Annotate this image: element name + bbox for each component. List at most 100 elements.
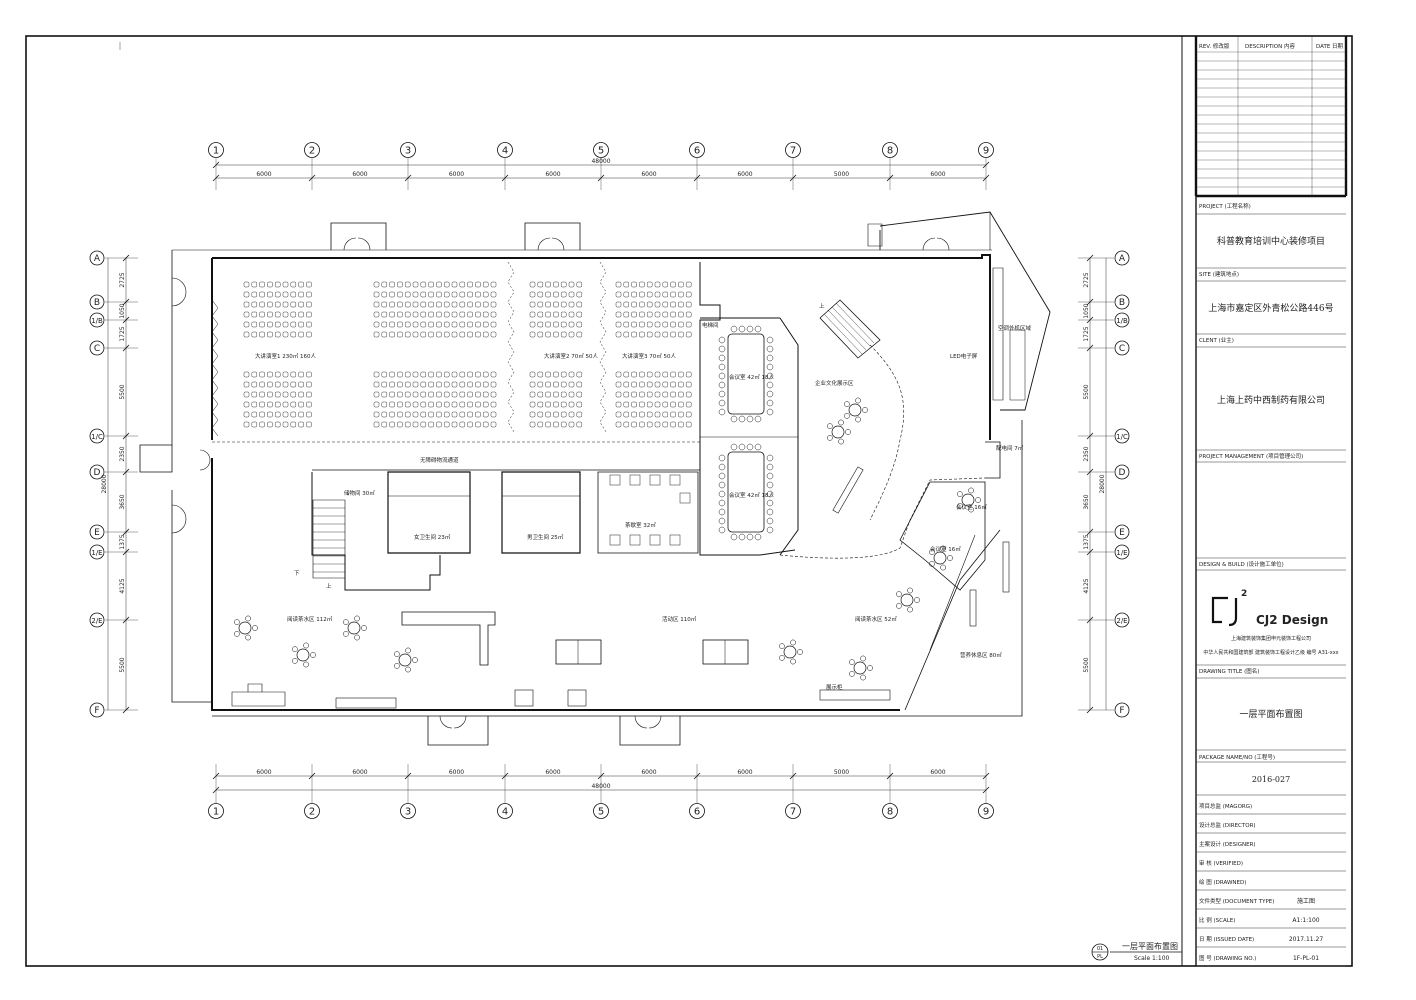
grid-total-top: 48000 <box>591 158 610 165</box>
seat <box>443 391 450 398</box>
seat <box>685 331 692 338</box>
seat <box>553 301 559 308</box>
meeting-chair <box>766 517 774 525</box>
seat <box>420 391 427 398</box>
seat <box>451 301 458 308</box>
grid-bubble-left-7 <box>89 544 105 560</box>
seat <box>529 381 536 388</box>
round-table-chair <box>975 497 981 503</box>
seat <box>646 421 653 428</box>
grid-span-bottom-8: 6000 <box>930 769 945 776</box>
round-table-chair <box>779 643 785 649</box>
seat <box>282 321 289 328</box>
round-table-chair <box>907 606 913 613</box>
seat <box>670 411 676 418</box>
seat <box>443 281 450 288</box>
grid-bubble-right-0 <box>1114 250 1130 266</box>
seat <box>467 321 473 328</box>
grid-label-8: 8 <box>887 807 893 818</box>
seat <box>670 391 676 398</box>
tea-chair <box>649 534 661 546</box>
drawing-label: 01 PL 一层平面布置图 Scale 1:100 <box>1091 941 1182 962</box>
seat <box>298 321 304 328</box>
seat <box>373 391 380 398</box>
seat <box>243 381 250 388</box>
grid-vdim-right-5: 2350 <box>1083 446 1090 461</box>
seat <box>662 421 669 428</box>
tea-chair <box>649 474 661 486</box>
grid-label-5: 5 <box>598 146 604 157</box>
meeting-chair <box>754 533 762 541</box>
seat <box>381 391 388 398</box>
meeting-chair <box>718 390 726 398</box>
seat <box>459 401 466 408</box>
seat <box>274 331 281 338</box>
seat <box>282 401 289 408</box>
seat <box>451 321 458 328</box>
seat <box>459 281 466 288</box>
grid-row-label-left-5: D <box>94 468 101 478</box>
seat <box>568 401 575 408</box>
grid-label-6: 6 <box>694 146 700 157</box>
seat <box>529 391 536 398</box>
seat <box>639 301 645 308</box>
seat <box>678 371 684 378</box>
seat <box>623 381 630 388</box>
seat <box>482 331 489 338</box>
seat <box>646 401 653 408</box>
seat <box>631 381 637 388</box>
seat <box>537 401 544 408</box>
seat <box>490 391 497 398</box>
seat <box>420 371 427 378</box>
seat <box>381 311 388 318</box>
grid-span-bottom-3: 6000 <box>449 769 464 776</box>
round-table-chair <box>867 665 873 671</box>
seat <box>443 401 450 408</box>
seat <box>251 421 258 428</box>
seat <box>404 391 411 398</box>
round-table-chair <box>234 631 240 637</box>
grid-span-top-1: 6000 <box>256 171 271 178</box>
seat <box>646 291 653 298</box>
seat <box>381 401 388 408</box>
seat <box>381 381 388 388</box>
seat <box>646 311 653 318</box>
seat <box>537 391 544 398</box>
meeting-chair <box>754 415 762 423</box>
pm-label: PROJECT MANAGEMENT (项目管理公司) <box>1199 452 1303 460</box>
round-table-chair <box>827 423 833 429</box>
seat <box>576 411 583 418</box>
grid-row-label-left-4: 1/C <box>91 433 103 441</box>
meeting-chair <box>766 463 774 471</box>
grid-span-bottom-7: 5000 <box>834 769 849 776</box>
seat <box>298 401 304 408</box>
seat <box>428 331 434 338</box>
grid-vdim-left-3: 1725 <box>119 326 126 341</box>
meeting-chair <box>718 408 726 416</box>
grid-label-8: 8 <box>887 146 893 157</box>
seat <box>639 411 645 418</box>
seat <box>397 411 403 418</box>
seat <box>282 311 289 318</box>
grid-axes-left: AB1/BC1/CDE1/E2/EF2800027251050172555002… <box>89 250 138 718</box>
rev-header-rev: REV. 修改版 <box>1199 42 1230 50</box>
seat <box>373 301 380 308</box>
seat <box>404 411 411 418</box>
seat <box>274 421 281 428</box>
seat <box>568 391 575 398</box>
seat <box>412 331 419 338</box>
seat <box>436 291 442 298</box>
seat <box>389 301 395 308</box>
grid-bubble-8 <box>882 142 898 158</box>
seat <box>568 331 575 338</box>
seat <box>560 311 567 318</box>
seat <box>397 401 403 408</box>
label-power: 配电间 7㎡ <box>996 444 1024 452</box>
seat <box>459 381 466 388</box>
seat <box>267 401 273 408</box>
seat <box>568 291 575 298</box>
seat <box>475 281 481 288</box>
seat <box>373 421 380 428</box>
meeting-chair <box>766 399 774 407</box>
